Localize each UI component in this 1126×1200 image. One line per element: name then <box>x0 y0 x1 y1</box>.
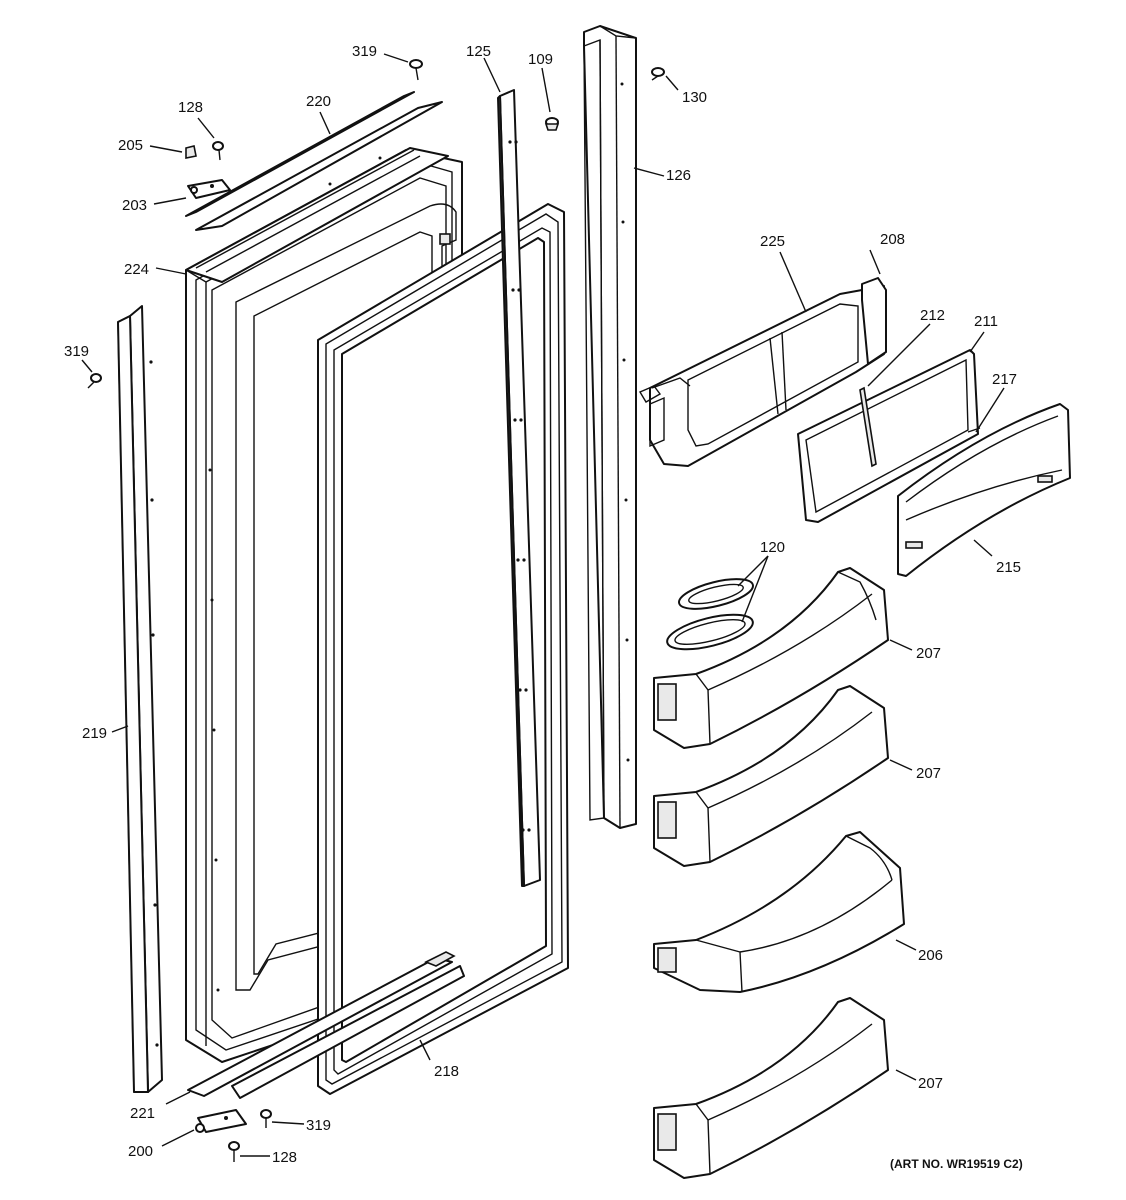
callout-207-c: 207 <box>918 1075 943 1092</box>
part-207-bin-3 <box>653 997 889 1179</box>
callout-206: 206 <box>918 947 943 964</box>
callout-200: 200 <box>128 1143 153 1160</box>
part-208-dairy-bin <box>638 277 887 467</box>
part-120-light-cover <box>666 578 754 651</box>
part-215-dairy-door <box>897 403 1071 577</box>
part-211-dairy-frame <box>797 349 979 523</box>
callout-203: 203 <box>122 197 147 214</box>
callout-221: 221 <box>130 1105 155 1122</box>
part-219-side-trim <box>117 305 163 1093</box>
leader-lines <box>81 53 1005 1157</box>
callout-128-top: 128 <box>178 99 203 116</box>
callout-120: 120 <box>760 539 785 556</box>
part-126-mullion <box>583 25 637 829</box>
callout-224: 224 <box>124 261 149 278</box>
part-207-bin-1 <box>653 567 889 749</box>
part-221-bottom-trim <box>187 951 465 1099</box>
art-number: (ART NO. WR19519 C2) <box>890 1157 1023 1171</box>
part-206-bin <box>653 831 905 993</box>
callout-220: 220 <box>306 93 331 110</box>
callout-109: 109 <box>528 51 553 68</box>
callout-218: 218 <box>434 1063 459 1080</box>
callout-labels: 319 125 109 130 128 220 205 203 126 225 … <box>64 43 1021 1166</box>
callout-126: 126 <box>666 167 691 184</box>
callout-207-b: 207 <box>916 765 941 782</box>
hinge-icon <box>187 179 247 1133</box>
callout-212: 212 <box>920 307 945 324</box>
screw-icon <box>87 59 665 1162</box>
callout-205: 205 <box>118 137 143 154</box>
callout-217: 217 <box>992 371 1017 388</box>
callout-130: 130 <box>682 89 707 106</box>
callout-319-top: 319 <box>352 43 377 60</box>
callout-319-bottom: 319 <box>306 1117 331 1134</box>
part-218-door-gasket <box>317 203 569 1095</box>
part-125-channel <box>497 89 541 887</box>
part-207-bin-2 <box>653 685 889 867</box>
callout-125: 125 <box>466 43 491 60</box>
callout-319-left: 319 <box>64 343 89 360</box>
door-shelf-bin-icon <box>653 567 905 1179</box>
callout-211: 211 <box>974 313 998 330</box>
callout-225: 225 <box>760 233 785 250</box>
callout-207-a: 207 <box>916 645 941 662</box>
callout-219: 219 <box>82 725 107 742</box>
callout-215: 215 <box>996 559 1021 576</box>
callout-128-bottom: 128 <box>272 1149 297 1166</box>
callout-208: 208 <box>880 231 905 248</box>
part-220-top-trim <box>185 91 449 283</box>
